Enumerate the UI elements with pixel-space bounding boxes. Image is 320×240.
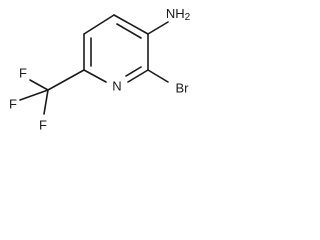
bond-c1-c2 xyxy=(113,14,149,35)
bond-c3-n-inner xyxy=(125,66,142,77)
bond-n-c6 xyxy=(83,69,107,83)
bond-cf3-f-left xyxy=(19,89,49,101)
bond-c2-amine xyxy=(147,21,169,35)
bromine-label: Br xyxy=(176,81,190,96)
bond-c3-bromine xyxy=(147,69,169,83)
fluorine-top-label: F xyxy=(19,66,27,81)
bond-c6-cf3 xyxy=(47,69,85,91)
bond-c1-c2-inner xyxy=(116,23,142,39)
fluorine-bottom-label: F xyxy=(39,118,47,133)
bond-cf3-f-top xyxy=(29,79,49,91)
bond-c3-n xyxy=(127,69,149,83)
bond-cf3-f-bottom xyxy=(43,89,49,115)
molecule-structure: NH2 N Br F F F xyxy=(9,6,191,133)
fluorine-left-label: F xyxy=(9,97,17,112)
bond-c5-c4 xyxy=(83,14,115,35)
ring-nitrogen-label: N xyxy=(112,79,121,94)
amine-label: NH2 xyxy=(166,6,191,23)
